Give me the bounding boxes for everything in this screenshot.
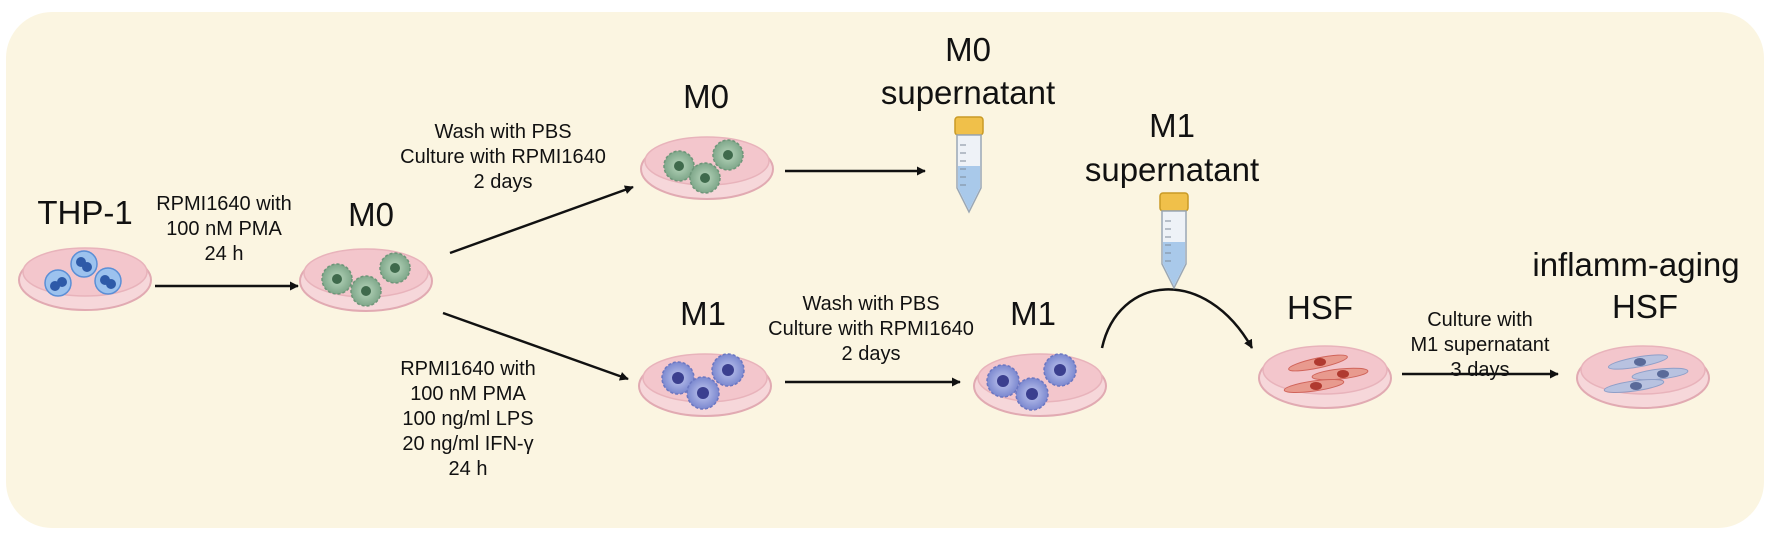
m1-macrophage-cell <box>986 364 1020 398</box>
step-m0-to-m0: Wash with PBS Culture with RPMI1640 2 da… <box>400 120 606 195</box>
tube-m1-supernatant <box>1159 192 1189 290</box>
m0-macrophage-cell <box>712 139 744 171</box>
monocyte-cell <box>94 267 122 295</box>
step-hsf-to-inflamm-aging: Culture with M1 supernatant 3 days <box>1411 308 1550 383</box>
dish-thp1 <box>18 247 152 311</box>
diagram-background <box>6 12 1764 528</box>
arrow-m1-supernatant-to-hsf <box>1100 288 1254 349</box>
step-line: 2 days <box>473 171 533 193</box>
label-m0-second: M0 <box>683 78 729 115</box>
aged-fibroblast-cell <box>1607 354 1669 370</box>
label-m0-first: M0 <box>348 196 394 233</box>
label-m1-supernatant-line1: M1 <box>1149 107 1195 144</box>
fibroblast-cell <box>1311 367 1369 381</box>
label-m0-supernatant-line2: supernatant <box>880 74 1056 111</box>
m1-macrophage-cell <box>661 361 695 395</box>
label-m1-supernatant-line2: supernatant <box>1084 151 1260 188</box>
label-inflamm-aging-line2: HSF <box>1612 288 1678 325</box>
m1-macrophage-cell <box>711 353 745 387</box>
step-line: M1 supernatant <box>1410 334 1550 356</box>
step-line: 3 days <box>1450 359 1510 381</box>
label-inflamm-aging-line1: inflamm-aging <box>1532 246 1740 283</box>
dish-hsf <box>1258 345 1392 409</box>
m1-macrophage-cell <box>1043 353 1077 387</box>
step-line: 24 h <box>448 458 488 480</box>
monocyte-cell <box>70 250 98 278</box>
step-line: 24 h <box>204 243 244 265</box>
step-line: 100 nM PMA <box>166 218 282 240</box>
step-line: 20 ng/ml IFN-γ <box>402 433 534 455</box>
step-line: Culture with RPMI1640 <box>768 318 974 340</box>
step-m1-to-m1: Wash with PBS Culture with RPMI1640 2 da… <box>768 292 974 367</box>
m0-macrophage-cell <box>379 252 411 284</box>
m0-macrophage-cell <box>689 162 721 194</box>
dish-inflamm-aging-hsf <box>1576 345 1710 409</box>
label-m1-second: M1 <box>1010 295 1056 332</box>
step-line: 100 nM PMA <box>410 383 526 405</box>
arrow-m0-to-m1 <box>442 311 629 381</box>
step-line: Culture with RPMI1640 <box>400 146 606 168</box>
dish-m0-first <box>299 248 433 312</box>
m1-macrophage-cell <box>686 376 720 410</box>
step-m0-to-m1: RPMI1640 with 100 nM PMA 100 ng/ml LPS 2… <box>400 357 536 482</box>
m0-macrophage-cell <box>663 150 695 182</box>
step-line: Wash with PBS <box>434 121 572 143</box>
step-line: RPMI1640 with <box>400 358 536 380</box>
m0-macrophage-cell <box>321 263 353 295</box>
step-line: 100 ng/ml LPS <box>402 408 534 430</box>
step-line: RPMI1640 with <box>156 193 292 215</box>
label-thp1: THP-1 <box>37 194 133 231</box>
fibroblast-cell <box>1283 379 1345 393</box>
fibroblast-cell <box>1288 354 1348 372</box>
step-line: 2 days <box>841 343 901 365</box>
label-m0-supernatant-line1: M0 <box>945 31 991 68</box>
aged-fibroblast-cell <box>1631 367 1689 381</box>
dish-m1-first <box>638 353 772 417</box>
dish-m0-second <box>640 136 774 200</box>
step-line: Wash with PBS <box>802 293 940 315</box>
m1-macrophage-cell <box>1015 377 1049 411</box>
step-line: Culture with <box>1427 309 1533 331</box>
step-thp1-to-m0: RPMI1640 with 100 nM PMA 24 h <box>156 192 292 267</box>
tube-m0-supernatant <box>954 116 984 214</box>
dish-m1-second <box>973 353 1107 417</box>
arrow-m0-to-m0-top <box>449 185 634 255</box>
label-m1-first: M1 <box>680 295 726 332</box>
label-hsf: HSF <box>1287 289 1353 326</box>
monocyte-cell <box>44 269 72 297</box>
aged-fibroblast-cell <box>1603 379 1665 393</box>
m0-macrophage-cell <box>350 275 382 307</box>
